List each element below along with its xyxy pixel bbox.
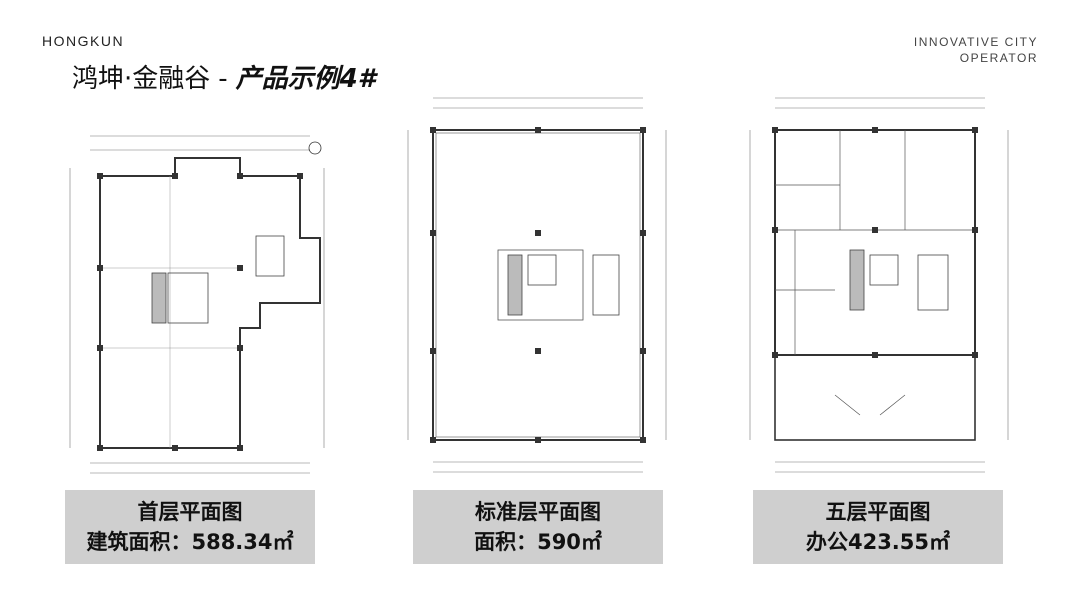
standard-floor-caption: 标准层平面图 面积：590㎡	[413, 490, 663, 564]
ground-floor-caption: 首层平面图 建筑面积：588.34㎡	[65, 490, 315, 564]
tagline: INNOVATIVE CITY OPERATOR	[914, 34, 1038, 66]
fifth-floor-plan-drawing	[740, 90, 1025, 480]
tagline-line-2: OPERATOR	[959, 51, 1038, 65]
ground-floor-caption-area: 建筑面积：588.34㎡	[86, 530, 294, 554]
fifth-floor-caption-title: 五层平面图	[825, 500, 931, 524]
fifth-floor-caption-area: 办公423.55㎡	[805, 530, 951, 554]
tagline-line-1: INNOVATIVE CITY	[913, 35, 1038, 49]
standard-floor-caption-area: 面积：590㎡	[474, 530, 602, 554]
page-title: 鸿坤·金融谷-产品示例4#	[72, 58, 376, 95]
ground-floor-plan-drawing	[60, 128, 340, 480]
ground-floor-caption-title: 首层平面图	[137, 500, 243, 524]
brand-logo-text: HONGKUN	[42, 33, 125, 49]
standard-floor-caption-title: 标准层平面图	[475, 500, 601, 524]
title-product-example: 产品示例4#	[235, 64, 376, 94]
title-separator: -	[218, 64, 228, 94]
standard-floor-plan-drawing	[398, 90, 683, 480]
fifth-floor-caption: 五层平面图 办公423.55㎡	[753, 490, 1003, 564]
title-project-name: 鸿坤·金融谷	[72, 64, 211, 94]
